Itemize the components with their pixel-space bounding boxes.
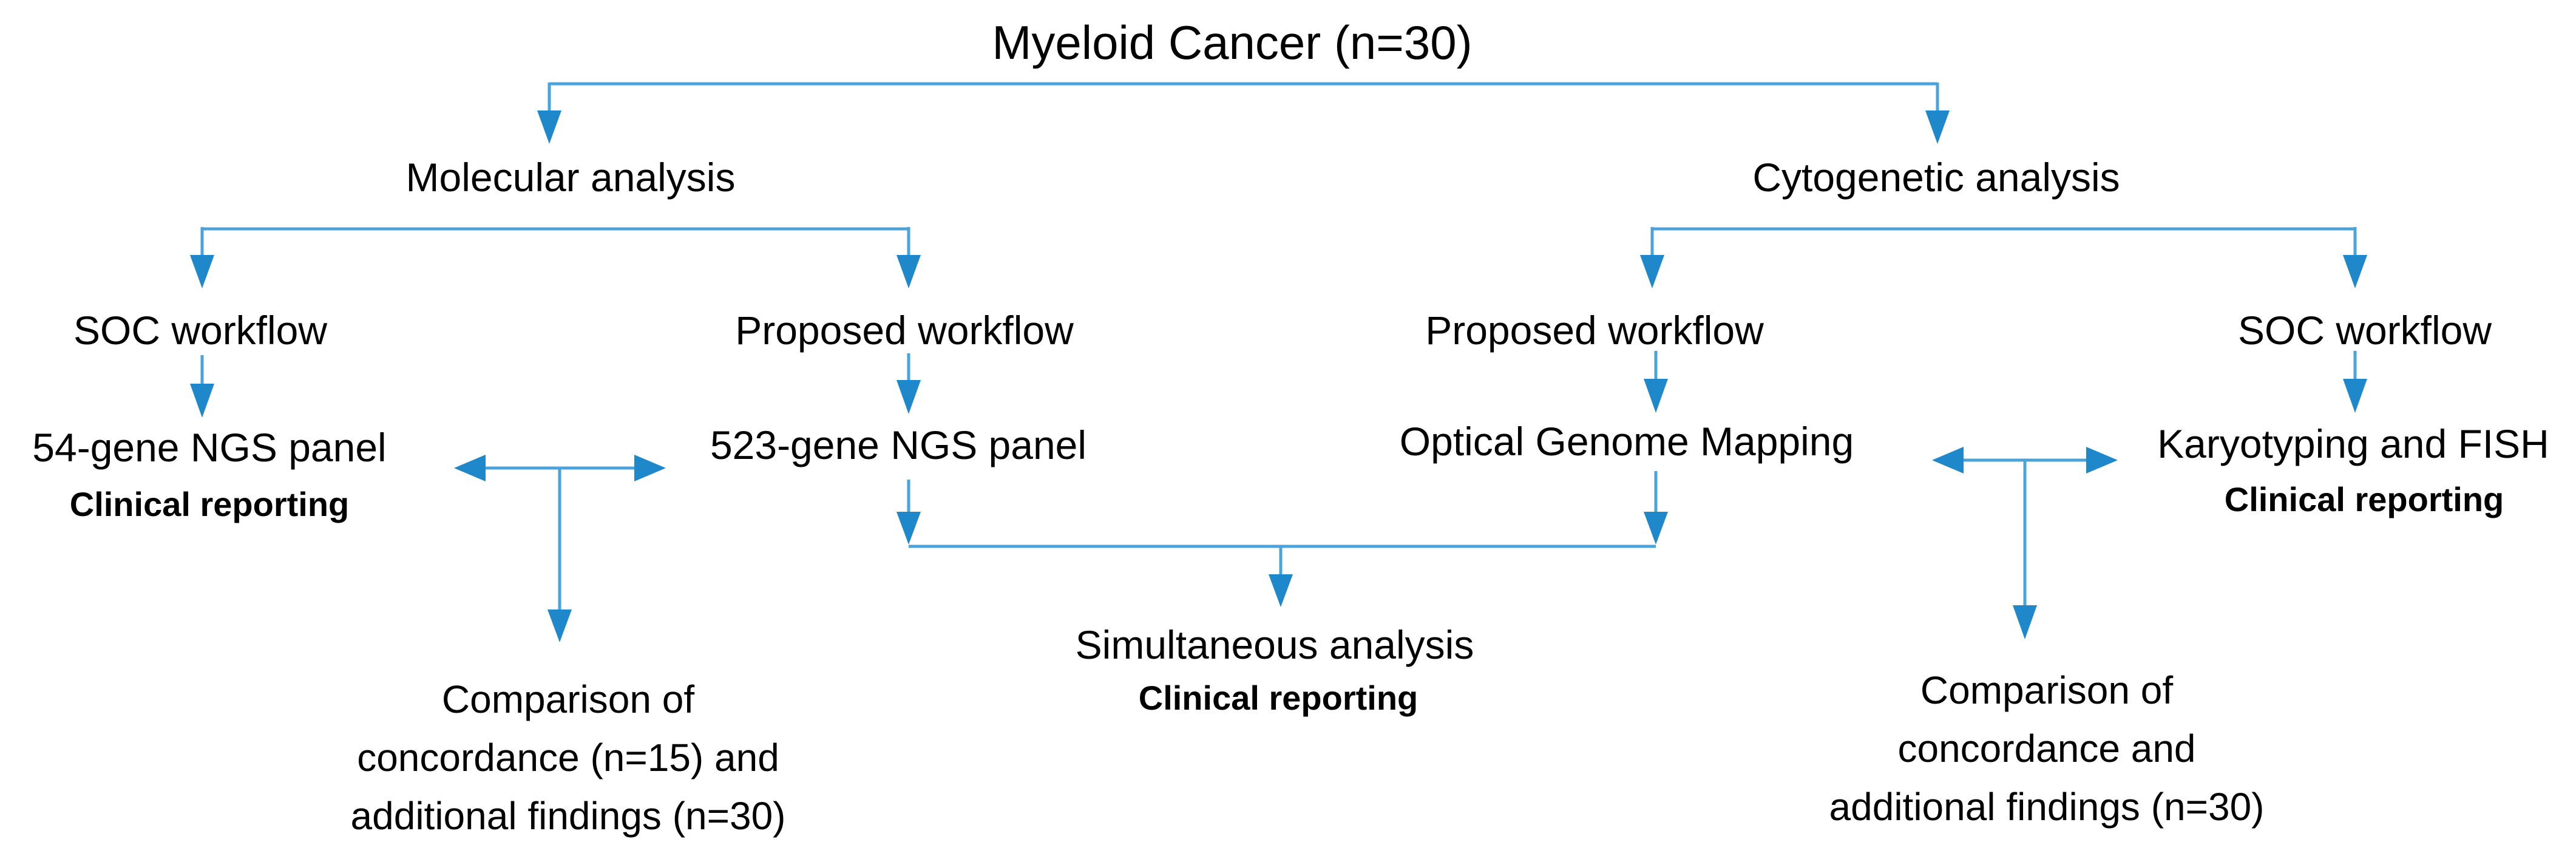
arrowhead-to-523-gene-panel [634,455,666,481]
arrowhead-to-soc-right [2343,255,2367,288]
54-gene-ngs-panel-label: 54-gene NGS panel [32,425,387,470]
soc-workflow-right-label: SOC workflow [2237,308,2492,353]
top-connector [537,82,1950,144]
optical-genome-mapping-label: Optical Genome Mapping [1399,419,1854,464]
comparison-right-block: Comparison of concordance and additional… [1829,661,2265,836]
arrowhead-to-comparison-right [2013,605,2037,639]
soc-workflow-left-label: SOC workflow [73,308,328,353]
soc-right-drop [2343,351,2367,413]
karyotyping-fish-label: Karyotyping and FISH [2157,421,2549,466]
proposed-workflow-right-label: Proposed workflow [1425,308,1764,353]
arrowhead-523-to-junction [897,512,921,545]
comparison-left-block: Comparison of concordance (n=15) and add… [351,670,786,845]
diagram-title: Myeloid Cancer (n=30) [992,16,1473,69]
clinical-reporting-karyo-label: Clinical reporting [2224,480,2504,518]
arrowhead-to-proposed-left [897,255,921,288]
molecular-analysis-label: Molecular analysis [405,155,736,200]
proposed-workflow-left-label: Proposed workflow [735,308,1074,353]
arrowhead-to-54-gene [190,384,214,418]
clinical-reporting-simultaneous-label: Clinical reporting [1138,679,1418,717]
comparison-left-line2: concordance (n=15) and [357,736,779,779]
arrowhead-to-molecular [537,110,561,144]
soc-left-drop [190,355,214,418]
simultaneous-analysis-label: Simultaneous analysis [1075,622,1474,667]
comparison-right-line2: concordance and [1897,727,2196,770]
proposed-right-drop [1644,351,1668,413]
cytogenetic-comparison-connector [1932,447,2118,639]
arrowhead-to-simultaneous [1269,574,1293,607]
523-gene-ngs-panel-label: 523-gene NGS panel [710,423,1087,467]
arrowhead-to-523-gene [897,380,921,414]
clinical-reporting-54-label: Clinical reporting [69,485,350,523]
comparison-right-line1: Comparison of [1920,668,2174,712]
arrowhead-to-soc-left [190,255,214,288]
arrowhead-to-cytogenetic [1925,110,1950,144]
arrowhead-to-54-gene-panel [454,455,486,481]
arrowhead-to-ogm [1644,379,1668,413]
cytogenetic-branch-connector [1640,227,2367,288]
arrowhead-to-ogm-panel [1932,447,1964,474]
molecular-comparison-connector [454,455,666,642]
molecular-branch-connector [190,227,921,288]
arrowhead-to-karyotyping-panel [2086,447,2118,474]
comparison-right-line3: additional findings (n=30) [1829,785,2265,829]
arrowhead-to-proposed-right [1640,255,1664,288]
comparison-left-line1: Comparison of [441,677,695,721]
comparison-left-line3: additional findings (n=30) [350,794,786,838]
cytogenetic-analysis-label: Cytogenetic analysis [1752,155,2120,200]
proposed-left-drop [897,353,921,414]
arrowhead-to-comparison-left [547,609,572,642]
arrowhead-to-karyotyping [2343,379,2367,413]
simultaneous-connector [897,471,1668,607]
arrowhead-ogm-to-junction [1644,512,1668,545]
